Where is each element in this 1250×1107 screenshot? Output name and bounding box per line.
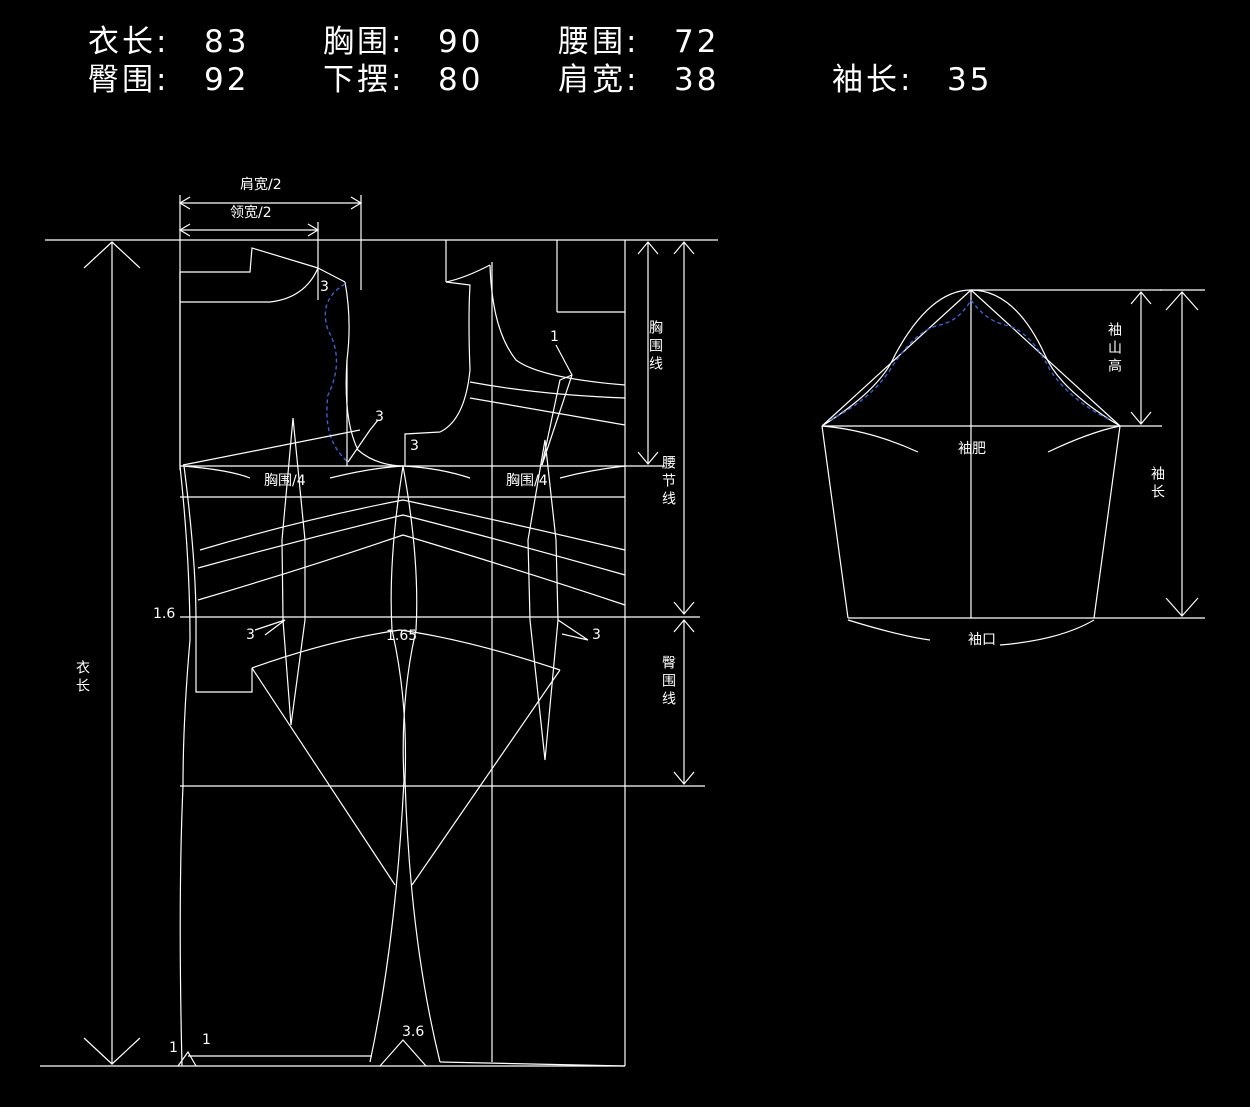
arrowhead xyxy=(673,771,695,785)
bust-curve xyxy=(329,465,471,479)
label-hip-line: 臀围线 xyxy=(660,655,676,709)
back-armhole xyxy=(344,281,404,467)
front-dart xyxy=(541,344,573,466)
dim-1-front: 1 xyxy=(550,329,559,345)
cuff-curve xyxy=(847,619,931,641)
back-style-line xyxy=(182,429,361,466)
style-line xyxy=(469,397,626,426)
back-flare xyxy=(251,667,396,886)
collar-notch xyxy=(180,247,319,273)
front-flare xyxy=(411,669,561,886)
sleeve-cap-bias xyxy=(970,289,1121,427)
dim-3-front: 3 xyxy=(410,438,419,454)
dim-1-hem-a: 1 xyxy=(169,1040,178,1056)
dim-3-right-dart: 3 xyxy=(592,627,601,643)
side-seam-curve xyxy=(369,465,418,1063)
arrowhead xyxy=(637,241,659,255)
measure-shoulder-label: 肩宽: xyxy=(558,62,639,98)
bust-curve xyxy=(182,465,251,479)
label-garment-length: 衣长 xyxy=(74,660,90,696)
measure-waist-label: 腰围: xyxy=(558,24,639,60)
back-neckline xyxy=(180,267,319,303)
arrowhead xyxy=(83,241,141,269)
measure-sleeve-label: 袖长: xyxy=(832,62,913,98)
armhole-marker xyxy=(347,419,379,463)
dim-1-hem-b: 1 xyxy=(202,1032,211,1048)
arrowhead xyxy=(1165,597,1199,617)
measure-bust-label: 胸围: xyxy=(323,24,404,60)
shoulder-seam xyxy=(317,267,346,283)
measure-length-value: 83 xyxy=(204,24,249,60)
label-bust-line: 胸围线 xyxy=(647,320,663,374)
panel-line xyxy=(197,534,626,606)
arrowhead xyxy=(673,619,695,633)
front-dart xyxy=(541,374,573,466)
sleeve-cap-bias xyxy=(821,289,972,427)
label-sleeve-width: 袖肥 xyxy=(958,441,986,457)
sleeve-seam-left xyxy=(821,425,849,619)
label-sleeve-length: 袖长 xyxy=(1149,466,1165,502)
label-bust-quarter-right: 胸围/4 xyxy=(506,473,548,489)
dim-3-armhole: 3 xyxy=(375,409,384,425)
hem-corner xyxy=(177,1050,197,1067)
dim-1-6: 1.6 xyxy=(153,606,175,622)
measure-length-label: 衣长: xyxy=(88,24,169,60)
arrowhead xyxy=(1130,411,1152,425)
hem-curve xyxy=(439,1061,626,1067)
back-armhole-guide xyxy=(324,283,349,463)
measure-hip-label: 臀围: xyxy=(88,62,169,98)
arrowhead xyxy=(673,601,695,615)
label-bust-quarter-left: 胸围/4 xyxy=(264,473,306,489)
dim-3-left-dart: 3 xyxy=(246,627,255,643)
label-waist-line: 腰节线 xyxy=(660,455,676,509)
arrowhead xyxy=(637,451,659,465)
bust-curve xyxy=(559,465,626,479)
measure-bust-value: 90 xyxy=(438,24,483,60)
measure-hem-value: 80 xyxy=(438,62,483,98)
front-waist-dart xyxy=(527,439,559,761)
back-side-seam xyxy=(179,272,191,1067)
cuff-curve xyxy=(999,619,1095,646)
label-sleeve-cap-height: 袖山高 xyxy=(1106,322,1122,376)
dart-marker xyxy=(557,619,589,641)
hip-style-line xyxy=(251,629,561,671)
sleeve-seam-right xyxy=(1093,425,1121,619)
dart-marker xyxy=(254,619,286,636)
measure-sleeve-value: 35 xyxy=(947,62,992,98)
sleeve-curve xyxy=(1047,425,1121,453)
arrowhead xyxy=(83,1037,141,1065)
side-seam-curve xyxy=(390,465,441,1063)
panel-line xyxy=(199,499,626,551)
dim-3-6: 3.6 xyxy=(402,1024,424,1040)
arrowhead xyxy=(1165,291,1199,311)
dim-3-neck: 3 xyxy=(320,279,329,295)
back-waist-dart xyxy=(281,417,306,726)
sleeve-cap-guide xyxy=(829,298,1111,421)
label-shoulder-half: 肩宽/2 xyxy=(240,176,282,193)
arrowhead xyxy=(1130,291,1152,305)
front-neckline xyxy=(489,264,626,386)
panel-line xyxy=(197,514,626,576)
label-sleeve-cuff: 袖口 xyxy=(968,632,996,648)
front-armhole xyxy=(404,281,471,466)
bodice-pattern: 肩宽/2 领宽/2 胸围/4 胸围/4 胸围线 腰节线 臀围线 衣长 3 3 3… xyxy=(40,176,718,1067)
label-collar-half: 领宽/2 xyxy=(230,204,272,221)
measure-shoulder-value: 38 xyxy=(674,62,719,98)
front-shoulder xyxy=(445,264,491,283)
sleeve-curve xyxy=(821,425,919,453)
dim-1-65: 1.65 xyxy=(386,628,417,644)
back-panel-edge xyxy=(183,465,253,693)
hem-dart xyxy=(379,1039,427,1067)
arrowhead xyxy=(673,241,695,255)
measure-hem-label: 下摆: xyxy=(323,62,404,98)
measure-waist-value: 72 xyxy=(674,24,719,60)
sleeve-pattern: 袖肥 袖口 袖山高 袖长 xyxy=(821,289,1205,648)
measure-hip-value: 92 xyxy=(204,62,249,98)
measurement-header: 衣长: 83 胸围: 90 腰围: 72 臀围: 92 下摆: 80 肩宽: 3… xyxy=(88,24,992,98)
style-line xyxy=(469,381,626,399)
